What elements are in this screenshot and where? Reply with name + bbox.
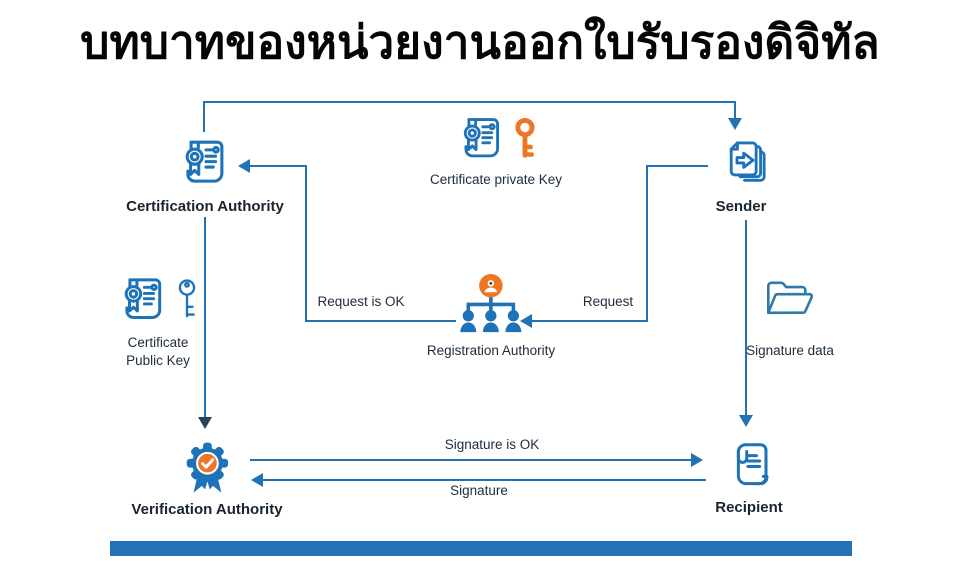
connector-signature	[262, 479, 706, 481]
edge-label-signature-is-ok: Signature is OK	[444, 437, 540, 452]
node-certificate-private-key: Certificate private Key	[430, 112, 562, 189]
signature-data-label: Signature data	[746, 343, 834, 358]
page-title: บทบาทของหน่วยงานออกใบรับรองดิจิทัล	[80, 16, 880, 68]
org-hierarchy-icon	[454, 273, 528, 335]
certificate-private-key-label: Certificate private Key	[429, 172, 563, 187]
arrowhead-signature-into-va	[251, 473, 263, 487]
connector-sender-to-recipient	[745, 220, 747, 416]
sender-label: Sender	[715, 198, 767, 215]
connector-request-ok-vertical	[305, 165, 307, 322]
connector-request-horizontal	[531, 320, 648, 322]
arrowhead-into-verification-authority	[198, 417, 212, 429]
connector-ca-to-sender-top	[203, 101, 736, 103]
connector-request-from-sender	[647, 165, 708, 167]
verification-authority-label: Verification Authority	[131, 501, 283, 518]
gear-checkmark-badge-icon	[176, 437, 238, 499]
arrowhead-into-sender-icon	[728, 118, 742, 130]
node-registration-authority: Registration Authority	[427, 273, 555, 360]
connector-ca-to-va	[204, 217, 206, 418]
node-certificate-public-key: Certificate Public Key	[116, 272, 201, 370]
node-sender: Sender	[713, 134, 770, 215]
node-recipient: Recipient	[715, 437, 783, 516]
arrowhead-into-recipient	[739, 415, 753, 427]
certificate-rosette-icon	[455, 112, 509, 166]
connector-signature-ok	[250, 459, 691, 461]
public-key-icon	[174, 277, 201, 324]
arrowhead-into-registration-authority	[520, 314, 532, 328]
certificate-rosette-icon	[176, 134, 234, 192]
node-signature-data: Signature data	[746, 276, 834, 360]
recipient-label: Recipient	[715, 499, 783, 516]
certificate-public-key-label-line1: Certificate	[127, 335, 189, 350]
scroll-document-icon	[720, 437, 778, 495]
registration-authority-label: Registration Authority	[426, 343, 556, 358]
connector-ca-to-sender-left-stub	[203, 101, 205, 132]
certification-authority-label: Certification Authority	[126, 198, 284, 215]
node-verification-authority: Verification Authority	[131, 437, 283, 518]
footer-accent-bar	[110, 541, 852, 556]
node-certification-authority: Certification Authority	[126, 134, 284, 215]
edge-label-request: Request	[582, 294, 634, 309]
connector-request-ok-horizontal	[249, 165, 306, 167]
certificate-public-key-label-line2: Public Key	[126, 353, 190, 369]
connector-request-ok-from-ra	[306, 320, 456, 322]
arrowhead-into-certification-authority	[238, 159, 250, 173]
connector-request-vertical	[646, 165, 648, 322]
documents-stack-icon	[713, 134, 770, 191]
certificate-rosette-icon	[116, 272, 172, 328]
connector-ca-to-sender-right-stub	[734, 101, 736, 119]
edge-label-signature: Signature	[450, 483, 508, 498]
private-key-icon	[512, 117, 538, 162]
arrowhead-signature-ok-into-recipient	[691, 453, 703, 467]
edge-label-request-is-ok: Request is OK	[317, 294, 405, 309]
open-folder-icon	[763, 276, 817, 320]
